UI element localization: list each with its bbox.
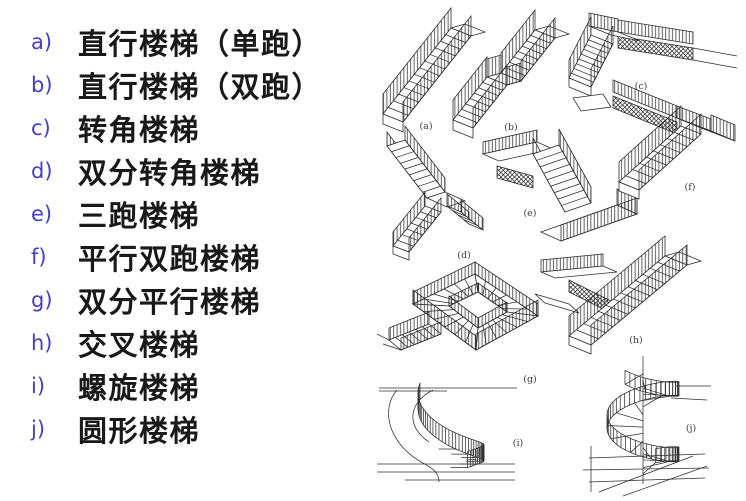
stair-drawing-three-flight xyxy=(481,128,639,242)
figure-label-h: (h) xyxy=(629,335,643,346)
list-item-a: a) 直行楼梯（单跑） xyxy=(31,20,322,63)
list-item-c: c) 转角楼梯 xyxy=(31,106,322,149)
list-item-text: 螺旋楼梯 xyxy=(78,370,201,405)
list-item-letter: h) xyxy=(31,330,53,355)
figure-label-b: (b) xyxy=(504,122,518,133)
list-item-text: 平行双跑楼梯 xyxy=(78,241,262,276)
stair-drawing-spiral xyxy=(377,382,517,483)
list-item-h: h) 交叉楼梯 xyxy=(31,321,322,364)
list-item-letter: a) xyxy=(31,29,53,54)
stair-drawing-straight-single xyxy=(382,6,487,133)
figure-label-d: (d) xyxy=(457,250,471,261)
list-item-b: b) 直行楼梯（双跑） xyxy=(31,63,322,106)
list-item-g: g) 双分平行楼梯 xyxy=(31,278,322,321)
stair-type-list: a) 直行楼梯（单跑） b) 直行楼梯（双跑） c) 转角楼梯 d) 双分转角楼… xyxy=(31,20,322,450)
list-item-text: 圆形楼梯 xyxy=(78,413,201,448)
list-item-letter: b) xyxy=(31,72,53,97)
list-item-letter: i) xyxy=(31,373,46,398)
figure-label-g: (g) xyxy=(523,374,537,385)
stair-drawing-circular xyxy=(582,356,711,497)
stair-drawing-parallel-double-flight xyxy=(572,79,736,200)
stair-drawing-double-branch-turn xyxy=(386,124,484,261)
list-item-d: d) 双分转角楼梯 xyxy=(31,149,322,192)
list-item-text: 直行楼梯（单跑） xyxy=(78,26,323,61)
figure-label-i: (i) xyxy=(513,438,523,449)
list-item-letter: g) xyxy=(31,287,53,312)
list-item-text: 转角楼梯 xyxy=(78,112,201,147)
list-item-text: 交叉楼梯 xyxy=(78,327,201,362)
list-item-e: e) 三跑楼梯 xyxy=(31,192,322,235)
list-item-i: i) 螺旋楼梯 xyxy=(31,364,322,407)
stair-drawing-straight-double xyxy=(452,8,571,139)
list-item-f: f) 平行双跑楼梯 xyxy=(31,235,322,278)
list-item-text: 三跑楼梯 xyxy=(78,198,201,233)
figure-label-e: (e) xyxy=(523,208,536,219)
figure-label-j: (j) xyxy=(686,423,696,434)
list-item-letter: c) xyxy=(31,115,51,140)
list-item-text: 直行楼梯（双跑） xyxy=(78,69,323,104)
figure-label-a: (a) xyxy=(419,121,432,132)
stair-drawing-quarter-turn xyxy=(568,12,738,97)
list-item-text: 双分平行楼梯 xyxy=(78,284,262,319)
figure-label-c: (c) xyxy=(635,81,648,92)
list-item-letter: d) xyxy=(31,158,53,183)
stair-figure-svg: (a) (b) (c) (d) (e) (f) (g) (h) (i) (j) xyxy=(376,6,738,497)
stair-drawing-double-branch-parallel xyxy=(376,261,540,351)
figure-label-f: (f) xyxy=(685,182,696,193)
list-item-letter: j) xyxy=(31,416,46,441)
stair-drawing-scissor-crossing xyxy=(534,235,703,355)
list-item-text: 双分转角楼梯 xyxy=(78,155,262,190)
list-item-letter: e) xyxy=(31,201,53,226)
list-item-j: j) 圆形楼梯 xyxy=(31,407,322,450)
list-item-letter: f) xyxy=(31,244,47,269)
stair-figure: (a) (b) (c) (d) (e) (f) (g) (h) (i) (j) xyxy=(375,6,746,498)
